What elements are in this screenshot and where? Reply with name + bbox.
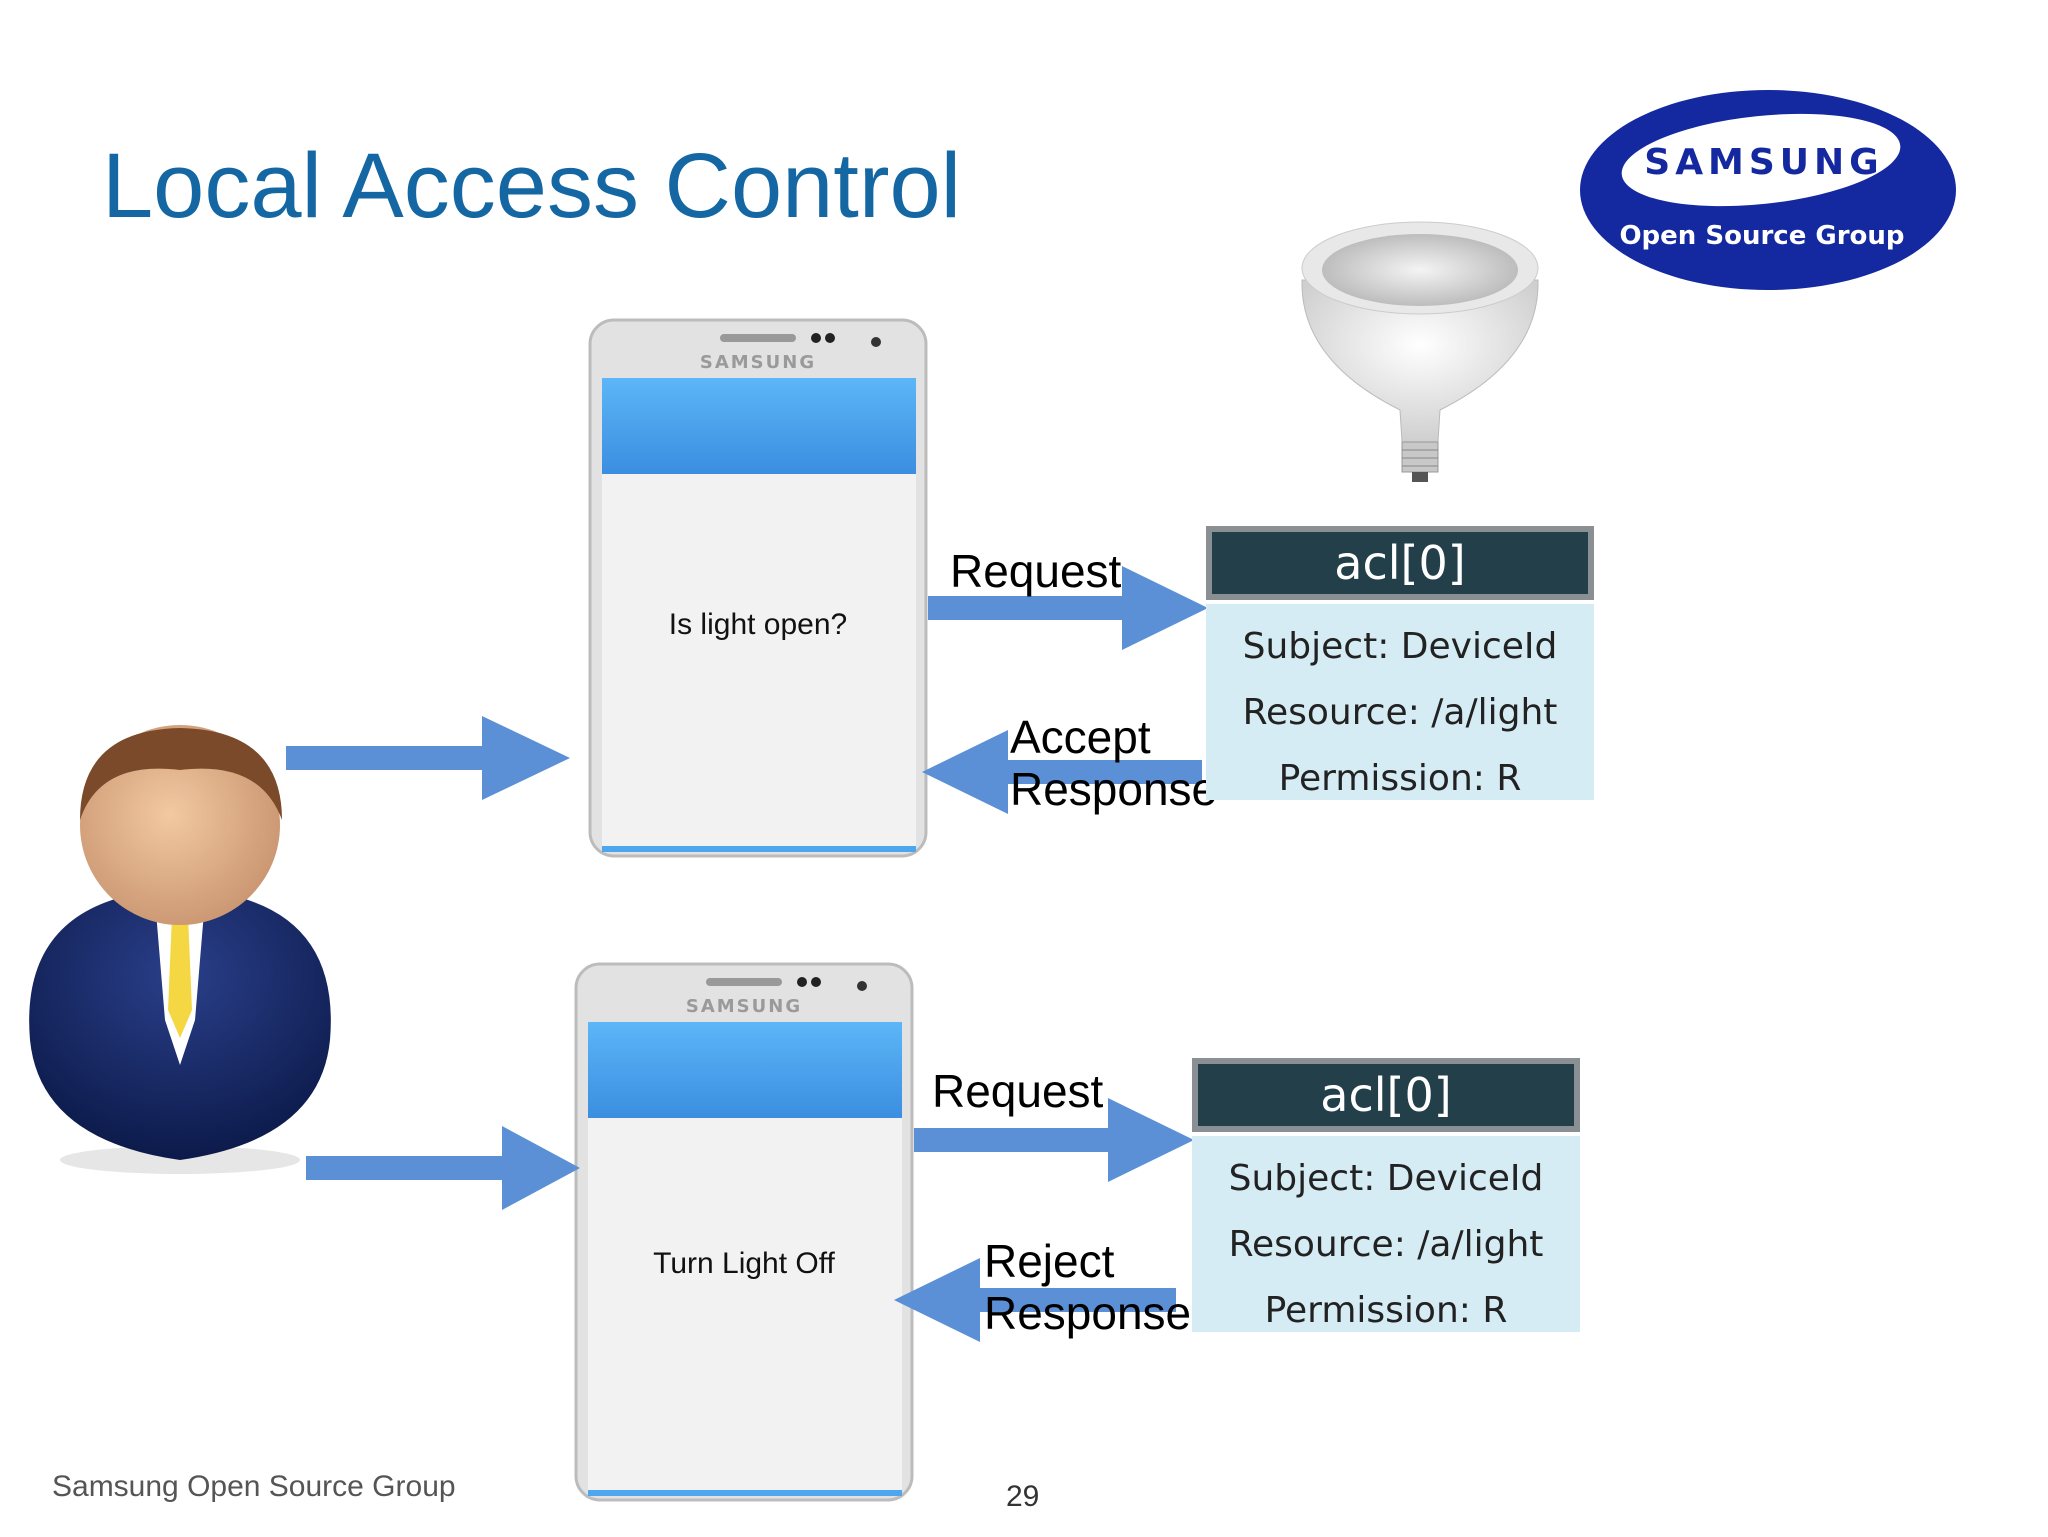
response-label-line-2: Response xyxy=(1010,762,1218,815)
arrow-user-to-phone-1 xyxy=(286,716,570,800)
acl-header: acl[0] xyxy=(1192,1058,1580,1132)
acl-subject: Subject: DeviceId xyxy=(1228,1158,1544,1199)
phone-brand-label: SAMSUNG xyxy=(699,352,817,373)
acl-permission: Permission: R xyxy=(1278,758,1522,799)
response-label: Accept Response xyxy=(1010,711,1218,815)
response-label: Reject Response xyxy=(984,1235,1192,1339)
response-label-line-2: Response xyxy=(984,1286,1192,1339)
phone-2: SAMSUNG Turn Light Off xyxy=(574,962,914,1502)
phone-screen-text: Is light open? xyxy=(668,608,848,641)
user-avatar-icon xyxy=(29,725,331,1174)
arrow-user-to-phone-2 xyxy=(306,1126,580,1210)
acl-body: Subject: DeviceId Resource: /a/light Per… xyxy=(1206,604,1594,800)
acl-resource: Resource: /a/light xyxy=(1242,692,1558,733)
request-label: Request xyxy=(932,1065,1104,1117)
light-bulb-icon xyxy=(1301,221,1539,482)
acl-permission: Permission: R xyxy=(1264,1290,1508,1331)
arrow-response-2 xyxy=(894,1258,1176,1342)
request-label: Request xyxy=(950,545,1122,597)
samsung-logo-subtitle: Open Source Group xyxy=(1619,221,1904,251)
response-label-line-1: Accept xyxy=(1010,711,1151,763)
page-title: Local Access Control xyxy=(102,135,962,237)
phone-brand-label: SAMSUNG xyxy=(685,996,803,1017)
page-number: 29 xyxy=(1006,1480,1040,1513)
acl-subject: Subject: DeviceId xyxy=(1242,626,1558,667)
acl-entry-2: acl[0] Subject: DeviceId Resource: /a/li… xyxy=(1192,1058,1580,1332)
samsung-logo-brand: SAMSUNG xyxy=(1644,142,1883,183)
response-label-line-1: Reject xyxy=(984,1235,1115,1287)
footer-text: Samsung Open Source Group xyxy=(52,1470,456,1503)
phone-screen-text: Turn Light Off xyxy=(653,1247,835,1280)
arrow-request-1 xyxy=(928,566,1208,650)
acl-header: acl[0] xyxy=(1206,526,1594,600)
arrow-request-2 xyxy=(914,1098,1194,1182)
acl-entry-1: acl[0] Subject: DeviceId Resource: /a/li… xyxy=(1206,526,1594,800)
acl-body: Subject: DeviceId Resource: /a/light Per… xyxy=(1192,1136,1580,1332)
phone-1: SAMSUNG Is light open? xyxy=(588,318,928,858)
arrow-response-1 xyxy=(922,730,1202,814)
acl-resource: Resource: /a/light xyxy=(1228,1224,1544,1265)
samsung-logo: SAMSUNG Open Source Group xyxy=(1580,90,1956,290)
